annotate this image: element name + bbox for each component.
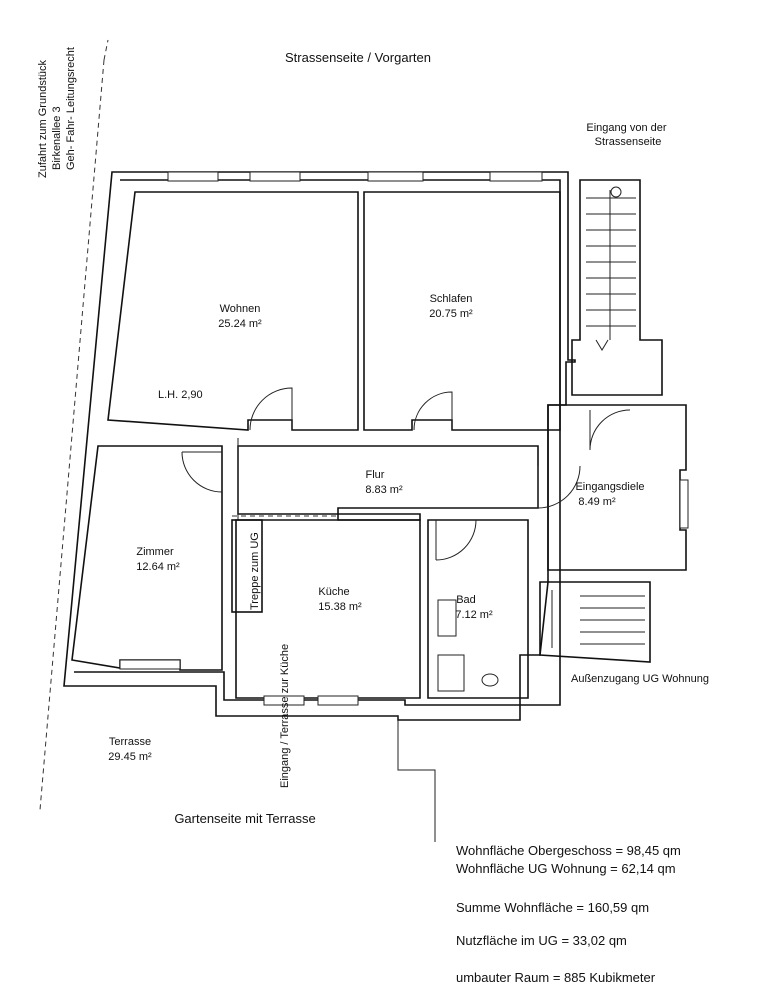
window: [119, 659, 181, 670]
room-zimmer-area: 12.64 m²: [136, 561, 180, 573]
room-wohnen-area: 25.24 m²: [218, 318, 262, 330]
window: [167, 171, 219, 182]
summary-line-4: Nutzfläche im UG = 33,02 qm: [456, 933, 627, 948]
window: [317, 695, 359, 706]
room-eingangsdiele-area: 8.49 m²: [578, 496, 616, 508]
property-boundary-line: [39, 59, 105, 811]
room-zimmer-name: Zimmer: [136, 546, 174, 558]
room-zimmer-outline: [71, 445, 223, 671]
entrance-street-line: Eingang von der: [586, 122, 666, 134]
stairs-ug-label: Treppe zum UG: [249, 532, 261, 610]
terrace-outline: [397, 716, 436, 842]
room-wohnen-name: Wohnen: [220, 303, 261, 315]
room-flur-area: 8.83 m²: [365, 484, 403, 496]
room-bad-outline: [427, 519, 529, 699]
window: [367, 171, 424, 182]
property-boundary-top: [103, 39, 109, 61]
door-eingang: [589, 409, 631, 451]
summary-line-5: umbauter Raum = 885 Kubikmeter: [456, 970, 656, 985]
entrance-terrace-label: Eingang / Terrasse zur Küche: [279, 644, 291, 788]
window: [679, 479, 689, 529]
room-height-label: L.H. 2,90: [158, 389, 203, 401]
room-flur-name: Flur: [366, 469, 385, 481]
window: [489, 171, 543, 182]
door-bad: [435, 519, 477, 561]
room-schlafen-name: Schlafen: [430, 293, 473, 305]
street-side-label: Strassenseite / Vorgarten: [285, 50, 431, 65]
front-stairs: [571, 179, 663, 396]
outside-access-stairs: [539, 581, 651, 663]
outside-access-label: Außenzugang UG Wohnung: [571, 673, 709, 685]
bathtub-icon: [437, 599, 457, 637]
room-terrasse-name: Terrasse: [109, 736, 151, 748]
side-note-line-1: Zufahrt zum Grundstück: [37, 60, 49, 178]
room-terrasse-area: 29.45 m²: [108, 751, 152, 763]
side-note-line-2: Birkenallee 3: [51, 106, 63, 170]
room-schlafen-area: 20.75 m²: [429, 308, 473, 320]
toilet-icon: [481, 673, 499, 687]
room-flur-outline: [237, 445, 539, 521]
summary-line-3: Summe Wohnfläche = 160,59 qm: [456, 900, 649, 915]
room-bad-name: Bad: [456, 594, 476, 606]
front-stairs-steps: [586, 186, 636, 351]
room-kueche-outline: [235, 519, 421, 699]
room-bad-area: 7.12 m²: [455, 609, 493, 621]
door-flur-diele: [537, 465, 581, 509]
room-eingangsdiele-outline: [547, 404, 687, 571]
summary-line-2: Wohnfläche UG Wohnung = 62,14 qm: [456, 861, 676, 876]
garden-side-label: Gartenseite mit Terrasse: [174, 811, 315, 826]
door-zimmer: [181, 451, 223, 493]
room-eingangsdiele-name: Eingangsdiele: [575, 481, 644, 493]
outside-access-steps: [551, 590, 645, 648]
entrance-street-label: Eingang von der Strassenseite: [586, 122, 669, 148]
outer-wall: [63, 171, 576, 721]
summary-line-1: Wohnfläche Obergeschoss = 98,45 qm: [456, 843, 681, 858]
door-wohnen: [249, 387, 293, 431]
entrance-street-line-2: Strassenseite: [595, 136, 662, 148]
room-kueche-name: Küche: [318, 586, 349, 598]
room-kueche-area: 15.38 m²: [318, 601, 362, 613]
window: [249, 171, 301, 182]
window: [263, 695, 305, 706]
door-schlafen: [413, 391, 453, 431]
shower-icon: [437, 654, 465, 692]
outer-wall-inner: [74, 179, 561, 706]
side-note-line-3: Geh- Fahr- Leitungsrecht: [65, 47, 77, 170]
